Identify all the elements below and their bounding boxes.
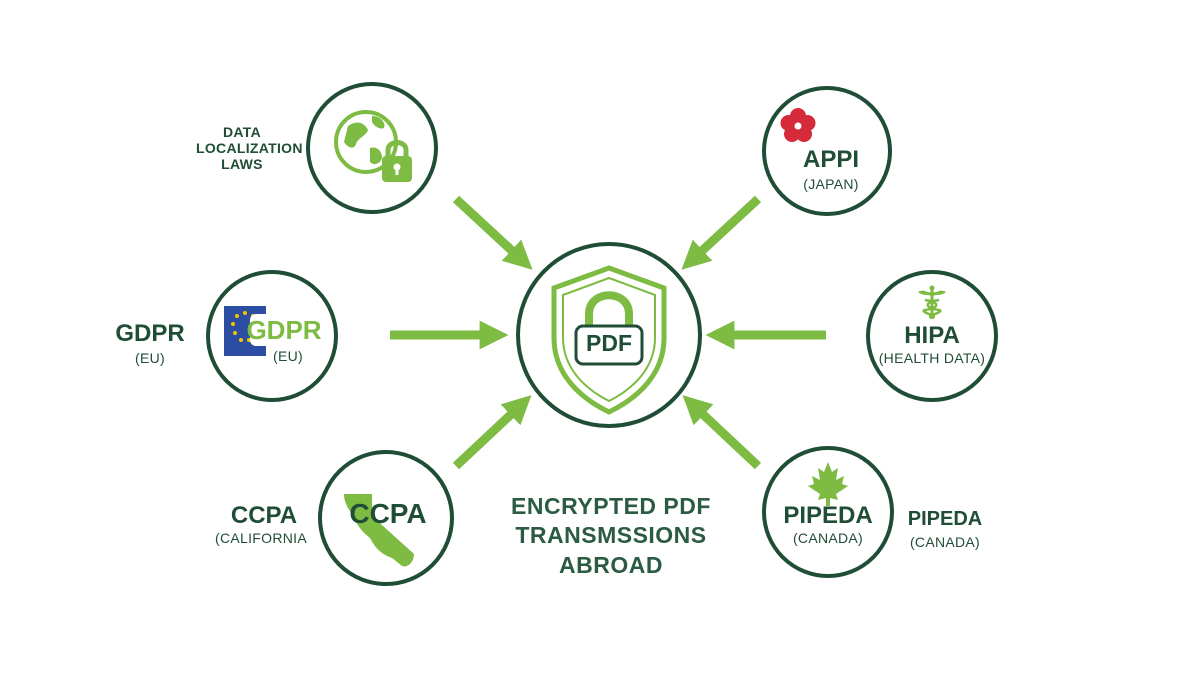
caption-line3: ABROAD (559, 551, 663, 578)
pipeda-node: PIPEDA (CANADA) (762, 446, 894, 578)
data-localization-label: DATA LOCALIZATION LAWS (196, 124, 303, 173)
gdpr-region: (EU) (135, 350, 165, 366)
gdpr-logo-text: GDPR (246, 315, 322, 345)
ccpa-name: CCPA (230, 502, 298, 529)
ccpa-node: CCPA (318, 450, 454, 586)
gdpr-logo-sub: (EU) (273, 348, 303, 364)
caption-line1: ENCRYPTED PDF (511, 493, 711, 519)
pipeda-name: PIPEDA (783, 502, 873, 529)
maple-leaf-icon (808, 462, 848, 506)
pipeda-side-name: PIPEDA (907, 508, 983, 530)
shield-lock-icon (551, 265, 667, 415)
diagram-caption: ENCRYPTED PDF TRANSMSSIONS ABROAD (496, 492, 726, 580)
hipa-name: HIPA (904, 322, 960, 349)
data-localization-node (306, 82, 438, 214)
arrow-data-localization (452, 195, 533, 270)
ccpa-region: (CALIFORNIA (215, 530, 307, 546)
globe-lock-icon (334, 110, 412, 182)
arrow-pipeda (682, 395, 762, 470)
california-icon (344, 494, 414, 567)
appi-name: APPI (802, 146, 859, 173)
appi-region: (JAPAN) (803, 176, 859, 192)
gdpr-node: GDPR (EU) (206, 270, 338, 402)
appi-node: APPI (JAPAN) (762, 86, 892, 216)
pdf-badge-label: PDF (586, 330, 632, 356)
data-localization-line1: DATA (222, 124, 261, 140)
sakura-icon (780, 108, 816, 142)
data-localization-line2: LOCALIZATION (196, 140, 303, 157)
pipeda-side-region: (CANADA) (909, 534, 981, 550)
data-localization-line3: LAWS (221, 156, 263, 173)
pipeda-region: (CANADA) (792, 530, 864, 546)
ccpa-logo-text: CCPA (349, 498, 427, 529)
hipa-node: HIPA (HEALTH DATA) (866, 270, 998, 402)
arrow-ccpa (452, 395, 532, 470)
caption-line2: TRANSMSSIONS (515, 522, 707, 549)
caduceus-icon (918, 285, 946, 320)
eu-flag-icon (224, 306, 320, 356)
hipa-region: (HEALTH DATA) (878, 350, 986, 366)
center-node: PDF (516, 242, 702, 428)
gdpr-name: GDPR (115, 320, 185, 347)
arrow-appi (681, 195, 762, 270)
